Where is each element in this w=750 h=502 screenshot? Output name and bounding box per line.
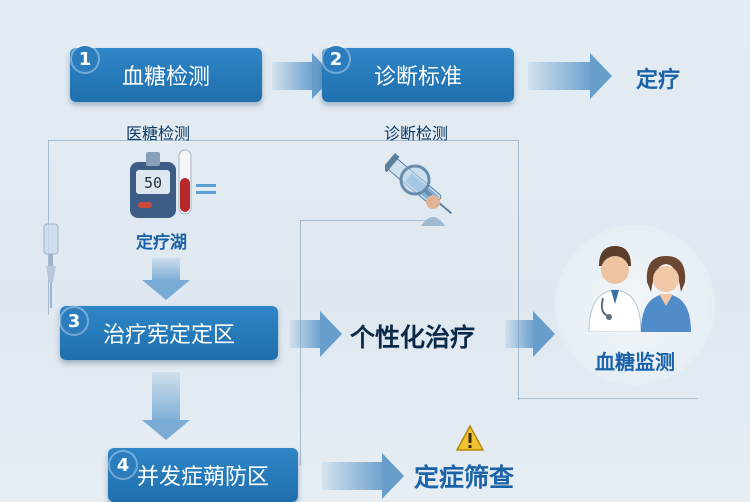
- arrow-center-to-right: [505, 311, 555, 357]
- top-right-label: 定疗: [636, 68, 681, 93]
- arrow-3-down: [142, 372, 190, 440]
- step-1-number: 1: [72, 46, 98, 72]
- center-label: 个性化治疗: [350, 323, 476, 352]
- step-3-label: 治疗宪定定区: [102, 323, 235, 348]
- warning-icon: [455, 424, 485, 451]
- arrow-1-to-2: [272, 53, 334, 99]
- step-3-box[interactable]: 治疗宪定定区: [60, 306, 278, 360]
- step-1-box[interactable]: 血糖检测: [70, 48, 262, 102]
- arrow-1-down: [142, 258, 190, 300]
- test-tube-icon: [178, 149, 216, 215]
- step-4-label: 并发症蒴防区: [136, 465, 269, 490]
- iv-drip-icon: [43, 223, 59, 308]
- step-1-label: 血糖检测: [121, 65, 210, 90]
- arrow-4-to-screening: [322, 453, 404, 499]
- step-4-number: 4: [110, 452, 136, 478]
- right-label: 血糖监测: [595, 350, 675, 374]
- nurse-icon: [641, 256, 691, 332]
- arrow-2-to-right: [528, 53, 612, 99]
- treatment-below-meter-label: 定疗湖: [136, 233, 187, 253]
- meter-reading: 50: [144, 174, 162, 192]
- magnifier-icon: [399, 164, 445, 226]
- step-2-box[interactable]: 诊断标准: [322, 48, 514, 102]
- connector-line: [300, 220, 430, 221]
- step-4-box[interactable]: 并发症蒴防区: [108, 448, 298, 502]
- connector-line: [518, 140, 519, 400]
- step-2-number: 2: [323, 46, 349, 72]
- glucose-test-label: 医糖检测: [126, 124, 191, 143]
- glucose-meter-icon: 50: [130, 152, 176, 218]
- connector-line: [518, 398, 698, 399]
- step-3-number: 3: [61, 308, 87, 334]
- diagnosis-test-label: 诊断检测: [384, 124, 449, 143]
- step-2-label: 诊断标准: [373, 65, 462, 90]
- arrow-3-to-center: [290, 311, 342, 357]
- doctor-icon: [588, 246, 642, 332]
- connector-line: [48, 140, 518, 141]
- bottom-label: 定症筛查: [414, 463, 515, 492]
